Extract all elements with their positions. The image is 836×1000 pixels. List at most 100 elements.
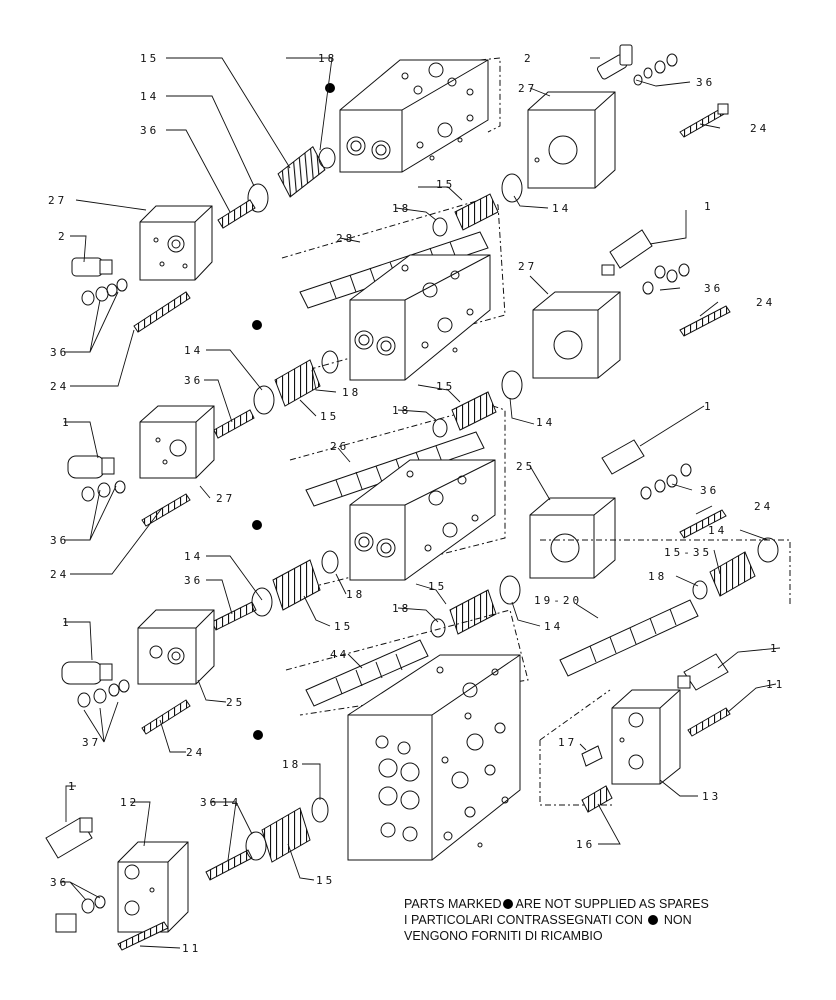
end-cover-27-left-third [139, 405, 215, 479]
callout-24: 24 [754, 500, 773, 513]
solenoid-valve-1-a [601, 229, 690, 295]
bolt-24-right-middle [679, 305, 731, 337]
spool-26 [305, 431, 485, 507]
callout-24: 24 [50, 568, 69, 581]
callout-11: 11 [766, 678, 785, 691]
spares-note-line-2: I PARTICOLARI CONTRASSEGNATI CON NON [404, 913, 692, 927]
pin-36-top [217, 199, 256, 229]
callout-17: 17 [558, 736, 577, 749]
not-supplied-marker-3 [252, 520, 262, 530]
callout-36: 36 [700, 484, 719, 497]
bolt-11-bottom [117, 921, 169, 951]
callout-18: 18 [648, 570, 667, 583]
callout-26: 26 [330, 440, 349, 453]
callout-11: 11 [182, 942, 201, 955]
spring-15-top [277, 146, 326, 198]
callout-14: 14 [184, 550, 203, 563]
valve-section-3 [349, 459, 496, 581]
solenoid-valve-1-c [61, 661, 130, 708]
callout-1: 1 [770, 642, 780, 655]
callout-18: 18 [392, 602, 411, 615]
callout-36: 36 [696, 76, 715, 89]
bolt-24-left [133, 291, 191, 333]
bolt-24-left-fifth [141, 699, 191, 735]
o-ring-14-bottom [245, 831, 267, 861]
callout-12: 12 [120, 796, 139, 809]
callout-15: 15 [436, 178, 455, 191]
pin-36-fifth [211, 601, 257, 631]
callout-15: 15 [334, 620, 353, 633]
callout-27: 27 [518, 260, 537, 273]
callout-18: 18 [392, 404, 411, 417]
callout-15: 15 [428, 580, 447, 593]
o-ring-18-top [318, 147, 336, 169]
callout-14: 14 [544, 620, 563, 633]
callout-14: 14 [140, 90, 159, 103]
bolt-24-left-third [141, 493, 191, 527]
plug-17 [581, 745, 603, 767]
o-ring-18-bottom [311, 797, 329, 823]
callout-2: 2 [524, 52, 534, 65]
bolt-11-right [687, 707, 731, 737]
callout-36: 36 [200, 796, 219, 809]
spring-15-sixth [449, 589, 497, 635]
o-ring-18-fifth [321, 550, 339, 574]
callout-28: 28 [336, 232, 355, 245]
spring-15-bottom [261, 807, 311, 863]
solenoid-valve-1-b [601, 439, 692, 500]
o-ring-14-right [757, 537, 779, 563]
callout-36: 36 [184, 374, 203, 387]
callout-36: 36 [184, 574, 203, 587]
callout-18: 18 [346, 588, 365, 601]
callout-24: 24 [750, 122, 769, 135]
bolt-24-top [679, 103, 729, 138]
callout-36: 36 [50, 534, 69, 547]
spring-15-35 [709, 551, 756, 597]
callout-1: 1 [704, 200, 714, 213]
bolt-24-right-third [679, 509, 727, 539]
valve-section-2 [349, 254, 491, 381]
spring-15-fourth [451, 391, 497, 431]
callout-16: 16 [576, 838, 595, 851]
solenoid-valve-1-d [677, 653, 729, 691]
callout-15-35: 15-35 [664, 546, 712, 559]
marker-dot-icon [648, 915, 659, 925]
not-supplied-marker-1 [325, 83, 335, 93]
callout-18: 18 [318, 52, 337, 65]
callout-19-20: 19-20 [534, 594, 582, 607]
callout-36: 36 [704, 282, 723, 295]
spares-note-line-3: VENGONO FORNITI DI RICAMBIO [404, 929, 603, 943]
callout-1: 1 [704, 400, 714, 413]
callout-15: 15 [316, 874, 335, 887]
callout-13: 13 [702, 790, 721, 803]
solenoid-valve-1-bottom [45, 817, 93, 859]
solenoid-valve-2-left [71, 257, 128, 306]
spring-15-third [274, 359, 321, 407]
callout-24: 24 [50, 380, 69, 393]
o-ring-14-middle [501, 173, 523, 203]
end-cover-13 [611, 689, 681, 785]
callout-14: 14 [552, 202, 571, 215]
end-cover-25-left [137, 609, 215, 685]
callout-14: 14 [222, 796, 241, 809]
cap-36-bottom [55, 895, 106, 933]
leader-lines [60, 57, 781, 949]
callout-37: 37 [82, 736, 101, 749]
callout-36: 36 [50, 876, 69, 889]
end-cover-27-left [139, 205, 213, 281]
pin-36-third [213, 409, 255, 439]
callout-24: 24 [756, 296, 775, 309]
spring-15-fifth [272, 559, 321, 611]
callout-1: 1 [62, 416, 72, 429]
callout-25: 25 [226, 696, 245, 709]
end-cover-27-right-middle [532, 291, 621, 379]
o-ring-18-fourth [432, 418, 448, 438]
o-ring-14-fourth [501, 370, 523, 400]
callout-25: 25 [516, 460, 535, 473]
callout-14: 14 [184, 344, 203, 357]
o-ring-14-third [253, 385, 275, 415]
callout-27: 27 [518, 82, 537, 95]
o-ring-18-sixth [430, 618, 446, 638]
